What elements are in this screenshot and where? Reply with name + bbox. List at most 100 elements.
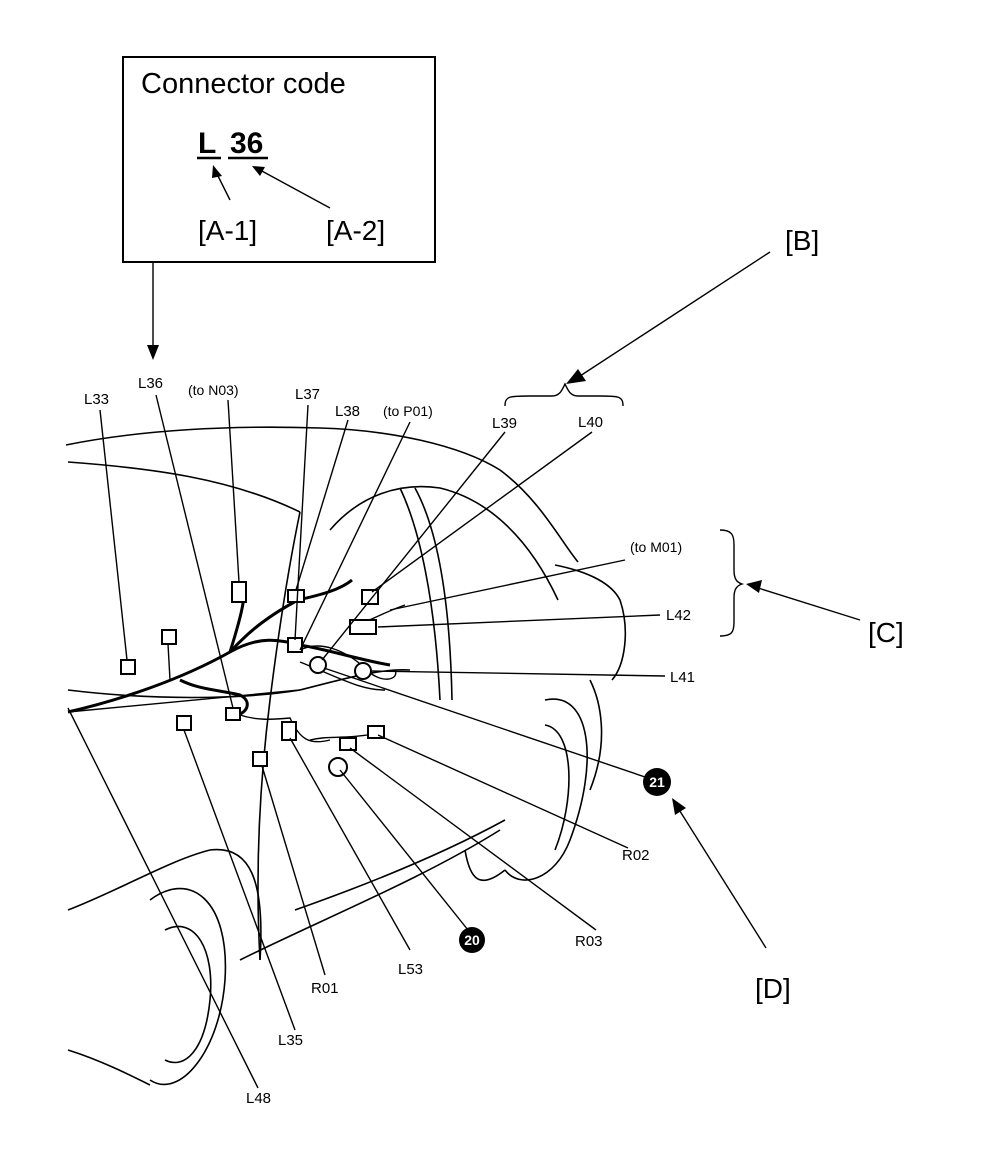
connector-l35: [176, 715, 192, 731]
trunk-line: [554, 564, 627, 681]
leader-l41: [369, 670, 666, 677]
label-to-n03: (to N03): [188, 382, 239, 398]
leader-g20: [339, 769, 469, 931]
arrow-a2-head: [252, 166, 265, 176]
arrow-d-line: [677, 807, 767, 949]
label-l41: L41: [670, 669, 695, 686]
label-l39: L39: [492, 415, 517, 432]
leader-l40: [371, 431, 593, 593]
leader-r03: [349, 747, 597, 931]
c-pillar-line-1: [399, 487, 441, 701]
leader-to-p01: [299, 421, 411, 651]
c-pillar-line-2: [414, 487, 453, 701]
rear-wheel-arch: [504, 698, 588, 881]
label-r02: R02: [622, 847, 650, 864]
front-wheel-arch: [67, 848, 262, 961]
legend-title: Connector code: [141, 68, 346, 100]
belt-line: [67, 689, 301, 699]
legend-pointer-head: [147, 345, 159, 360]
arrow-b-head: [566, 369, 586, 384]
label-a2: [A-2]: [326, 215, 385, 246]
ground-point-20-label: 20: [464, 932, 480, 948]
callout-b: [B]: [785, 225, 819, 256]
front-tire-inner: [164, 925, 212, 1064]
leader-l42: [377, 614, 661, 628]
code-number: 36: [230, 127, 263, 160]
brace-b: [504, 382, 624, 407]
arrow-d-head: [672, 798, 686, 815]
front-tire-outer: [149, 887, 227, 1086]
legend-box-frame: [122, 56, 436, 263]
ground-point-21: [643, 768, 671, 796]
label-l37: L37: [295, 386, 320, 403]
leader-r01: [261, 765, 326, 976]
ground-point-20: [459, 927, 485, 953]
label-r03: R03: [575, 933, 603, 950]
callout-d: [D]: [755, 973, 791, 1004]
callout-d-group: [D]: [672, 798, 791, 1004]
label-l35: L35: [278, 1032, 303, 1049]
label-a1: [A-1]: [198, 215, 257, 246]
connector-l38: [287, 589, 305, 603]
label-to-m01: (to M01): [630, 539, 682, 555]
leader-l33: [99, 409, 128, 661]
rear-tire-inner: [544, 724, 570, 851]
leader-l48: [67, 707, 259, 1089]
bracket-c: [719, 529, 745, 637]
harness-lower-branch: [239, 714, 331, 743]
connector-to-n03: [231, 581, 247, 603]
leader-l37: [294, 404, 309, 641]
connector-l33: [120, 659, 136, 675]
connector-l48: [161, 629, 177, 645]
sill-line: [294, 819, 506, 911]
label-l33: L33: [84, 391, 109, 408]
rear-window-line: [329, 485, 559, 601]
label-l36: L36: [138, 375, 163, 392]
b-pillar-line: [269, 511, 301, 701]
leader-r02: [377, 734, 629, 849]
harness-thin-line: [67, 689, 301, 713]
label-to-p01: (to P01): [383, 403, 433, 419]
connector-symbols: [120, 581, 385, 777]
rear-tire-bottom: [464, 849, 506, 882]
arrow-c-head: [746, 580, 762, 593]
label-l38: L38: [335, 403, 360, 420]
leader-l38: [295, 419, 349, 591]
label-r01: R01: [311, 980, 339, 997]
arrow-a2-line: [259, 169, 331, 209]
code-prefix: L: [198, 127, 216, 160]
connector-l42: [349, 619, 377, 635]
arrow-b-line: [579, 251, 771, 377]
label-l53: L53: [398, 961, 423, 978]
leader-to-n03: [227, 399, 240, 583]
leader-l48-stub: [167, 643, 171, 681]
arrow-a1-head: [212, 165, 222, 178]
leader-lines: [67, 394, 666, 1089]
leader-l36: [155, 394, 234, 709]
callout-c: [C]: [868, 617, 904, 648]
connector-l53: [281, 721, 297, 741]
connector-l39: [309, 656, 327, 674]
ground-point-markers: 20 21: [459, 768, 671, 953]
leader-to-m01: [389, 559, 626, 611]
leader-l53: [289, 737, 411, 951]
door-frame-line: [67, 461, 301, 513]
connector-r03: [339, 737, 357, 751]
connector-l36: [225, 707, 241, 721]
roof-line: [65, 426, 579, 563]
arrow-c-line: [757, 587, 861, 621]
label-l48: L48: [246, 1090, 271, 1107]
front-bottom-line: [67, 1049, 151, 1086]
leader-g21: [323, 667, 649, 779]
connector-l41: [354, 662, 372, 680]
connector-r01: [252, 751, 268, 767]
connector-r02: [367, 725, 385, 739]
connector-label-group: L33 L36 (to N03) L37 L38 (to P01) L39 L4…: [84, 375, 695, 1107]
leader-l35: [183, 729, 296, 1031]
connector-code-legend: Connector code L 36 [A-1] [A-2]: [122, 56, 436, 263]
label-l40: L40: [578, 414, 603, 431]
harness-main-trunk: [67, 638, 391, 714]
door-rear-edge: [257, 699, 271, 961]
leader-l39: [321, 431, 506, 661]
